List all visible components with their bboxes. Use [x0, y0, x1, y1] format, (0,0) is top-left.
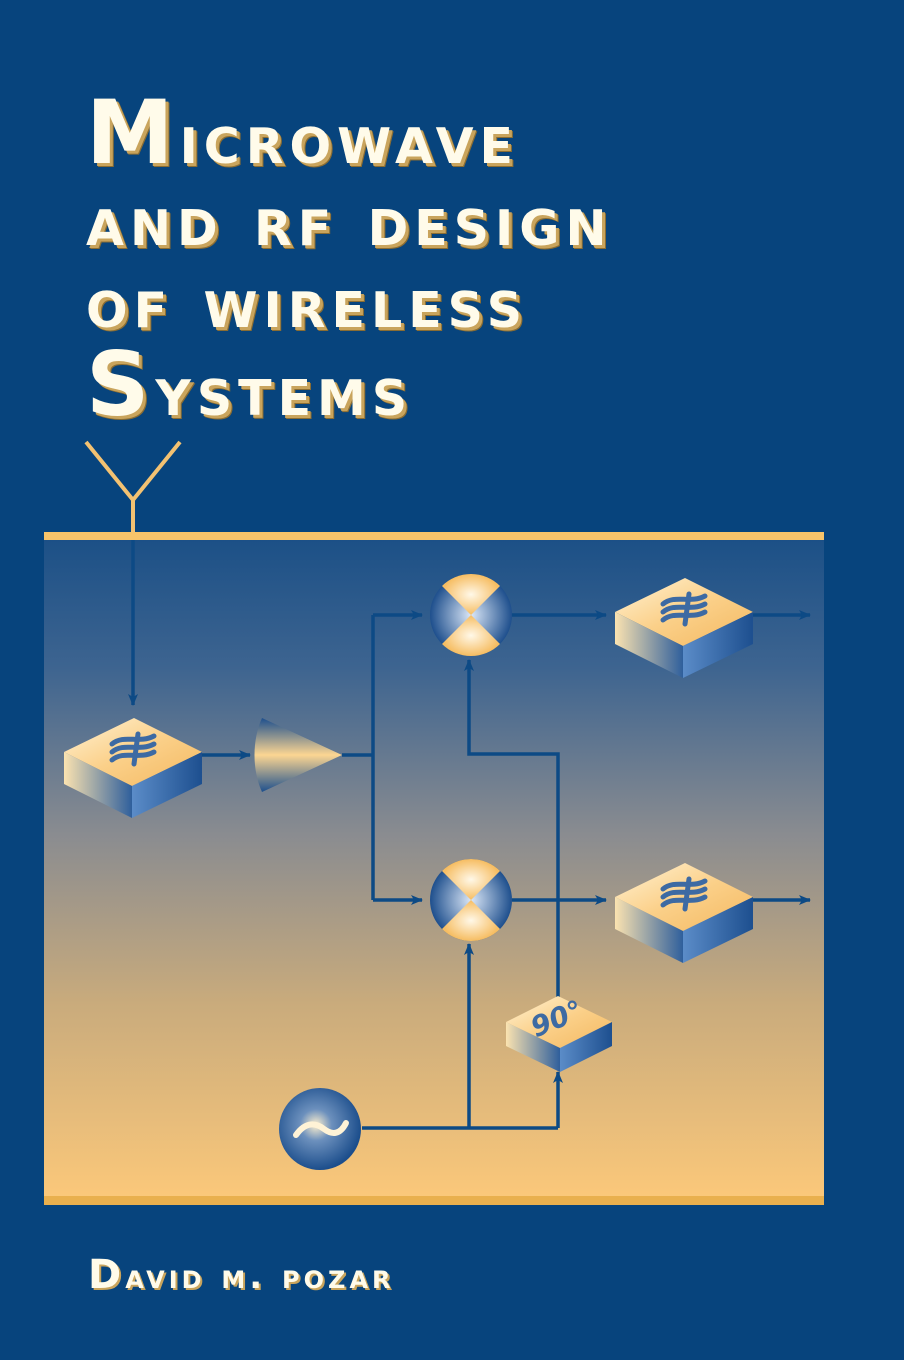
mixer-i-icon	[430, 573, 512, 657]
phase-shifter-icon: 90°	[506, 994, 612, 1072]
amplifier-icon	[254, 718, 342, 792]
panel-bottom-bar	[44, 1196, 824, 1205]
title-line-4: Systems	[86, 333, 414, 436]
title-line-1: Microwave	[86, 81, 519, 184]
local-oscillator-icon	[279, 1088, 361, 1170]
title-line-2: and RF Design	[86, 180, 613, 262]
book-title: Microwave and RF Design of Wireless Syst…	[86, 81, 613, 436]
panel-top-bar	[44, 532, 824, 540]
title-line-3: of Wireless	[86, 262, 529, 344]
mixer-q-icon	[430, 858, 512, 942]
antenna-icon	[84, 440, 182, 532]
author-name: David M. Pozar	[88, 1252, 395, 1298]
